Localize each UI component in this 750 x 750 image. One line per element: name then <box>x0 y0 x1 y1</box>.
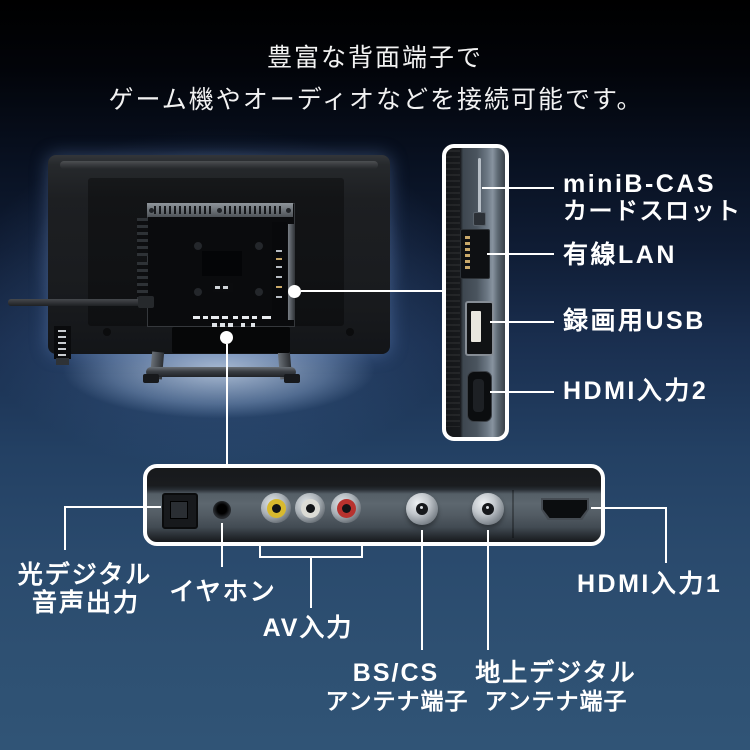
callout-dot-bottom <box>220 331 233 344</box>
header-line-1: 豊富な背面端子で <box>266 44 484 72</box>
leader-hdmi1-v <box>665 507 667 563</box>
side-panel-ribs <box>446 150 460 427</box>
leader-av-tick-left <box>259 546 261 558</box>
leader-usb <box>490 321 554 323</box>
panel-flange <box>288 224 294 320</box>
rca-audio-red-icon <box>331 493 361 523</box>
label-minib-cas-line1: miniB-CAS <box>563 170 717 198</box>
label-usb: 録画用USB <box>563 307 706 335</box>
leader-bs-cs <box>421 530 423 650</box>
vesa-hole-icon <box>254 287 264 297</box>
power-plug <box>138 296 154 308</box>
label-hdmi2: HDMI入力2 <box>563 377 709 405</box>
leader-av-bracket <box>259 556 363 558</box>
hdmi2-port-slot <box>473 379 484 412</box>
header-line-2: ゲーム機やオーディオなどを接続可能です。 <box>108 86 644 114</box>
label-bs-cs-line1: BS/CS <box>352 659 440 687</box>
leader-earphone <box>221 523 223 567</box>
minib-cas-notch <box>473 212 486 226</box>
port-icon-mark <box>242 316 249 319</box>
callout-line-bottom <box>226 344 228 464</box>
port-icon-mark <box>262 316 271 319</box>
tv-side-connector-strip <box>272 222 287 320</box>
label-optical-line2: 音声出力 <box>31 589 141 617</box>
port-icon-mark <box>211 316 219 319</box>
tv-top-highlight <box>60 161 378 169</box>
bs-cs-antenna-connector-icon <box>406 493 438 525</box>
vesa-hole-icon <box>193 287 203 297</box>
port-icon-mark <box>233 316 238 319</box>
label-bs-cs-line2: アンテナ端子 <box>325 688 469 714</box>
port-icon-mark <box>203 316 208 319</box>
port-icon-mark <box>222 316 228 319</box>
port-icon-mark <box>252 316 257 319</box>
stand-foot-right <box>284 374 300 383</box>
leader-lan <box>487 253 554 255</box>
screw-icon <box>149 208 154 213</box>
panel-seam <box>512 490 514 538</box>
screw-icon <box>286 208 291 213</box>
screw-icon <box>103 328 111 336</box>
vesa-hole-icon <box>193 241 203 251</box>
port-icon-mark <box>241 323 245 327</box>
connector-mark <box>276 258 282 260</box>
leader-optical-h <box>64 506 161 508</box>
leader-minib-cas <box>482 187 554 189</box>
connector-mark <box>276 266 282 268</box>
connector-mark <box>276 286 282 288</box>
minib-cas-slot-icon <box>478 158 481 220</box>
tv-barcode-sticker <box>213 283 233 292</box>
port-icon-mark <box>251 323 255 327</box>
port-icon-mark <box>212 323 217 327</box>
lan-pins <box>465 236 470 270</box>
label-minib-cas-line2: カードスロット <box>563 198 742 225</box>
label-lan: 有線LAN <box>563 241 677 269</box>
screw-icon <box>217 208 222 213</box>
vesa-hole-icon <box>254 241 264 251</box>
hdmi1-port-icon <box>543 500 587 518</box>
stand-bar <box>146 367 296 377</box>
label-terrestrial-line2: アンテナ端子 <box>484 688 628 714</box>
connector-mark <box>276 250 282 252</box>
label-earphone: イヤホン <box>169 578 277 606</box>
label-terrestrial-line1: 地上デジタル <box>475 659 637 687</box>
vent-slots-left <box>154 206 212 214</box>
connector-mark <box>276 276 282 278</box>
label-optical-line1: 光デジタル <box>17 561 153 589</box>
leader-av-tick-right <box>361 546 363 558</box>
port-icon-mark <box>220 323 225 327</box>
leader-av-drop <box>310 558 312 608</box>
side-vent-column-upper <box>137 218 148 256</box>
usb-tab <box>471 311 481 342</box>
ac-inlet <box>56 358 69 365</box>
side-vent-column-lower <box>137 262 148 300</box>
stand-foot-left <box>143 374 159 383</box>
vent-slots-right <box>224 206 282 214</box>
leader-hdmi1-h <box>591 507 667 509</box>
rca-audio-white-icon <box>295 493 325 523</box>
rca-video-yellow-icon <box>261 493 291 523</box>
tv-control-buttons <box>54 326 71 359</box>
terrestrial-antenna-connector-icon <box>472 493 504 525</box>
label-hdmi1: HDMI入力1 <box>577 570 723 598</box>
callout-line-side <box>301 290 442 292</box>
screw-icon <box>346 328 354 336</box>
leader-hdmi2 <box>490 391 554 393</box>
power-cable <box>8 299 149 306</box>
label-av: AV入力 <box>262 614 354 642</box>
earphone-jack-icon <box>213 501 231 519</box>
callout-dot-side <box>288 285 301 298</box>
optical-audio-port-inner <box>170 501 188 519</box>
port-icon-mark <box>193 316 200 319</box>
connector-mark <box>276 296 282 298</box>
leader-terrestrial <box>487 530 489 650</box>
tv-label-plate <box>202 251 242 276</box>
bottom-panel-closeup <box>143 464 605 546</box>
leader-optical-v <box>64 506 66 550</box>
port-icon-mark <box>228 323 233 327</box>
